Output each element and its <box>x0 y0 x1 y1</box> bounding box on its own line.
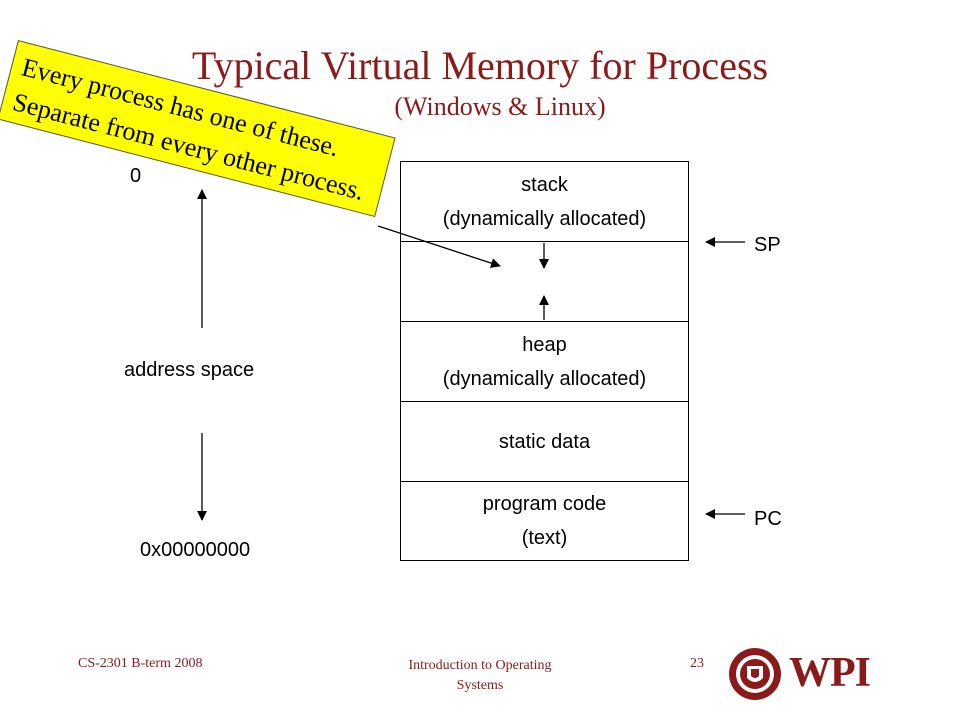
wpi-logo: WPI <box>727 646 871 702</box>
stack-sublabel: (dynamically allocated) <box>442 207 647 230</box>
heap-label: heap <box>522 333 567 356</box>
program-code-segment: program code (text) <box>400 481 689 561</box>
footer-page-number: 23 <box>690 656 704 671</box>
slide-subtitle: (Windows & Linux) <box>394 92 606 121</box>
wpi-seal-icon <box>729 648 781 700</box>
sp-label: SP <box>754 234 781 256</box>
footer-course: CS-2301 B-term 2008 <box>78 656 203 671</box>
footer-topic-line-2: Systems <box>456 678 504 693</box>
callout-pointer-arrow <box>377 225 501 268</box>
bottom-address-label: 0x00000000 <box>140 539 251 561</box>
static-data-label: static data <box>498 430 591 453</box>
top-address-label: 0 <box>130 165 142 187</box>
slide-title: Typical Virtual Memory for Process <box>191 43 769 88</box>
program-code-label: program code <box>482 493 607 515</box>
stack-label: stack <box>521 173 568 196</box>
footer-topic: Introduction to Operating Systems <box>380 656 580 696</box>
heap-sublabel: (dynamically allocated) <box>442 367 647 390</box>
wpi-wordmark: WPI <box>789 650 871 696</box>
address-space-label: address space <box>124 359 255 381</box>
pc-label: PC <box>754 508 782 530</box>
footer-topic-line-1: Introduction to Operating <box>408 658 552 673</box>
program-code-sublabel: (text) <box>521 527 568 549</box>
